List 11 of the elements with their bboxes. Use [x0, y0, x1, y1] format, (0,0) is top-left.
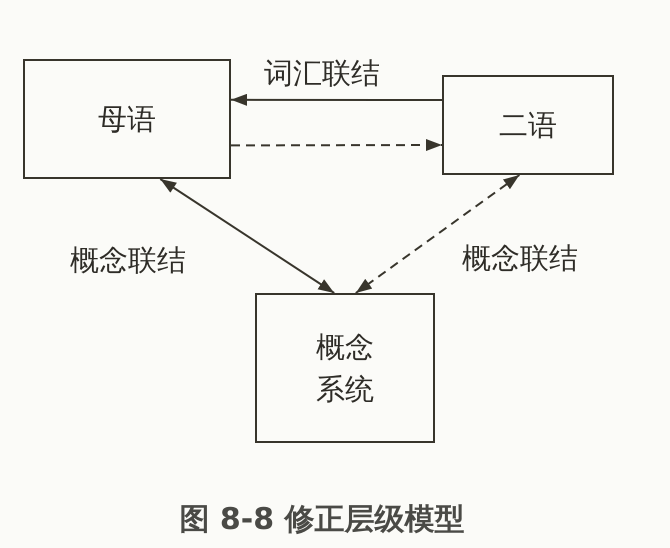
- figure-caption: 图 8-8 修正层级模型: [179, 501, 465, 539]
- dashed-arrow: [231, 139, 442, 152]
- node-label: 母语: [98, 101, 156, 138]
- text-box: [442, 75, 614, 175]
- arrow: [231, 94, 442, 106]
- double-headed-arrow: [160, 178, 335, 294]
- dashed-double-headed-arrow: [355, 174, 520, 294]
- text-box: [255, 293, 435, 443]
- text-box: [23, 59, 231, 179]
- node-label: 二语: [499, 107, 557, 144]
- node-label: 概念系统: [314, 329, 375, 408]
